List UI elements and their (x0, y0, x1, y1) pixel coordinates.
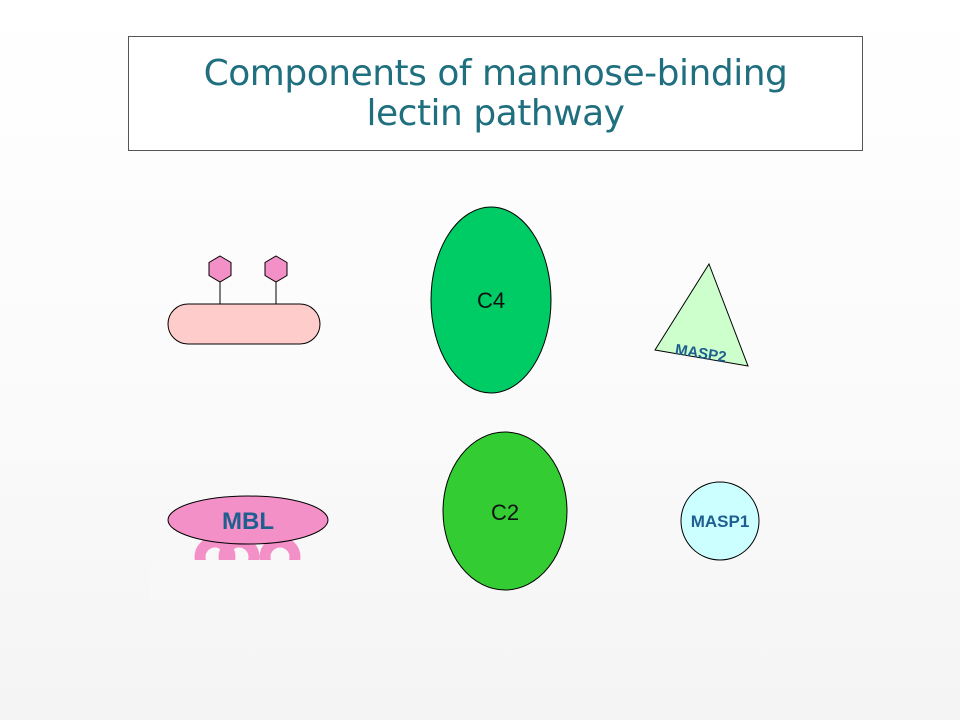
slide-title-line-1: Components of mannose-binding (203, 52, 788, 94)
mbl-component: MBL (150, 495, 329, 600)
mbl-heads-baseline-mask (150, 560, 320, 600)
mbl-body (167, 495, 329, 545)
c4-component: C4 (430, 206, 552, 394)
masp1-circle (680, 481, 760, 561)
sugar-hexagon-right (264, 255, 288, 283)
c4-label: C4 (477, 288, 505, 313)
c4-shape (430, 206, 552, 394)
pathogen-surface (167, 303, 321, 345)
pathogen-with-sugars (167, 255, 321, 345)
mbl-label: MBL (222, 508, 274, 535)
sugar-hexagon-left (208, 255, 232, 283)
masp1-label: MASP1 (691, 512, 750, 531)
c2-label: C2 (491, 500, 519, 525)
masp2-triangle (654, 262, 749, 367)
slide-title-line-2: lectin pathway (366, 92, 625, 134)
c2-shape (442, 431, 568, 591)
masp2-component: MASP2 (654, 262, 749, 367)
c2-component: C2 (442, 431, 568, 591)
slide-title-box: Components of mannose-binding lectin pat… (128, 36, 863, 151)
masp1-component: MASP1 (680, 481, 760, 561)
